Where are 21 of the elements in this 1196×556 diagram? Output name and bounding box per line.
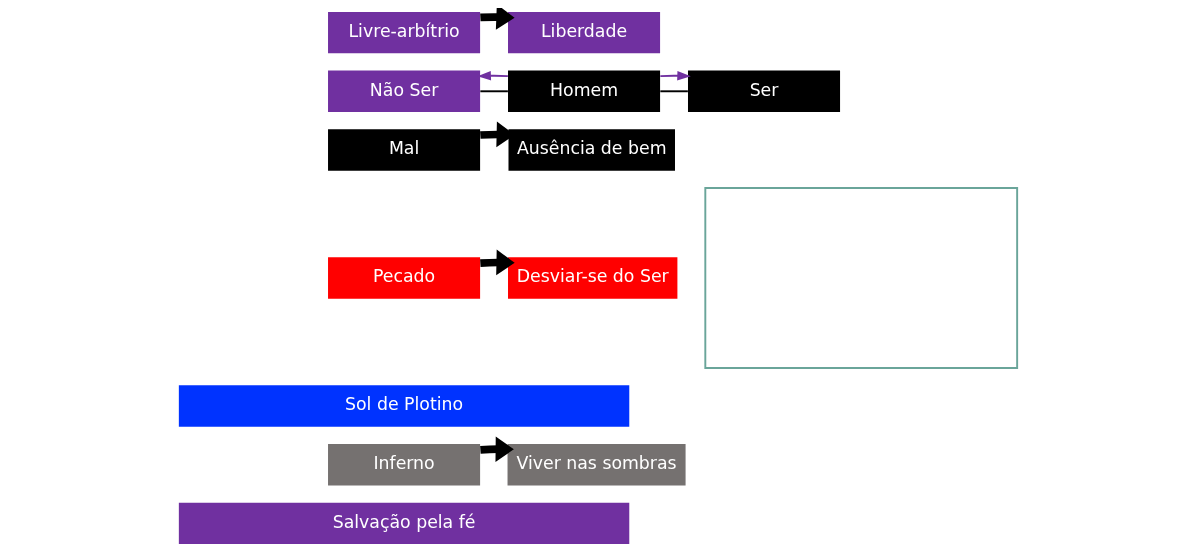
node-box: Livre-arbítrio <box>328 11 481 54</box>
node-box: Ausência de bem <box>508 129 675 171</box>
node-box: Sol de Plotino <box>178 385 630 427</box>
node-box: Inferno <box>328 444 481 486</box>
node-box: Desviar-se do Ser <box>508 257 678 299</box>
node-box: Mal <box>328 129 481 171</box>
node-box: Não Ser <box>328 70 481 112</box>
node-box: Liberdade <box>508 11 661 54</box>
node-box <box>704 187 1019 369</box>
node-box: Homem <box>508 70 661 112</box>
node-box: Pecado <box>328 257 481 299</box>
node-box: Ser <box>688 70 841 112</box>
connector <box>479 90 509 93</box>
arrow <box>480 249 515 276</box>
connector <box>659 90 689 93</box>
arrow <box>480 436 514 462</box>
arrow <box>477 71 509 81</box>
node-box: Salvação pela fé <box>178 502 630 545</box>
arrow <box>659 71 691 81</box>
node-box: Viver nas sombras <box>507 444 686 486</box>
arrow <box>480 8 515 30</box>
